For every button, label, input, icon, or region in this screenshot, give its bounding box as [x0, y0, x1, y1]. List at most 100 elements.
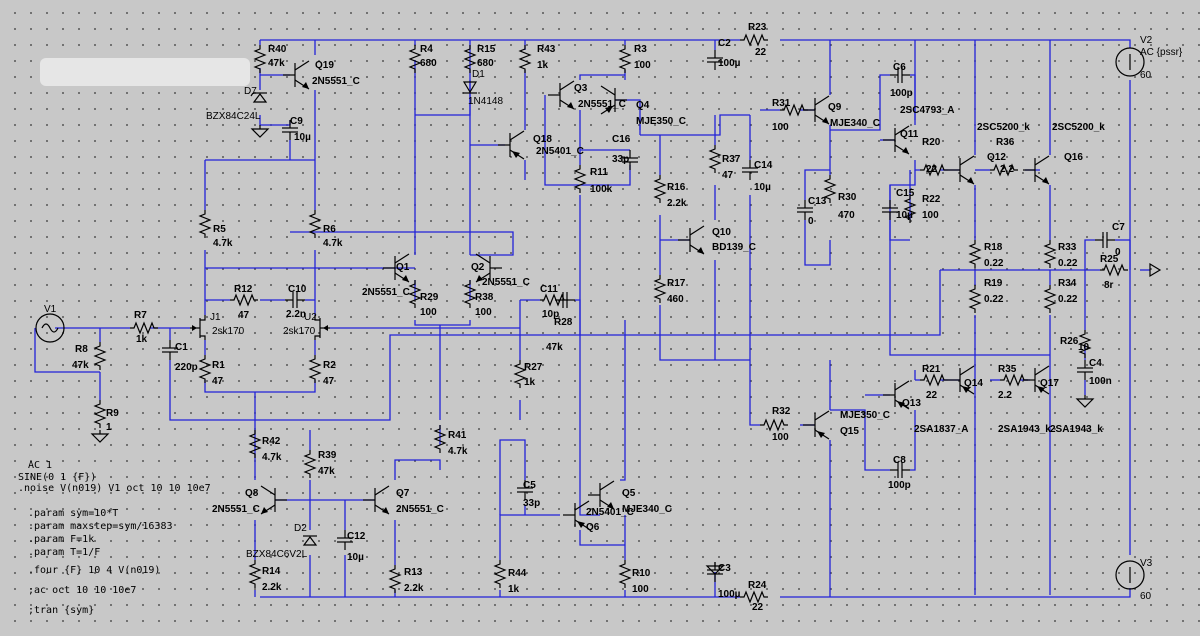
capacitor-c7[interactable]: C70: [1095, 222, 1125, 258]
resistor-ref: R38: [475, 292, 494, 303]
spice-directives[interactable]: AC 1 SINE(0 1 {F}) .noise V(n019) V1 oct…: [18, 460, 211, 616]
resistor-r5[interactable]: R54.7k: [198, 210, 233, 249]
jfet-u2[interactable]: [314, 315, 330, 340]
source-v2[interactable]: [1115, 47, 1145, 77]
resistor-r6[interactable]: R64.7k: [308, 210, 343, 249]
resistor-ref: R16: [667, 182, 686, 193]
transistor-model: 2N5551_C: [578, 99, 626, 110]
output-port[interactable]: [1149, 262, 1162, 278]
resistor-ref: R23: [748, 22, 767, 33]
diode-d2[interactable]: [302, 535, 318, 546]
transistor-model: 2N5551_C: [312, 76, 360, 87]
resistor-ref: R27: [524, 362, 543, 373]
resistor-value: 100: [632, 584, 649, 595]
diode-d1[interactable]: [462, 81, 478, 94]
jfet-j1[interactable]: [190, 315, 206, 340]
ground-symbols: [90, 125, 1095, 575]
capacitor-ref: C12: [347, 531, 366, 542]
source-v1[interactable]: [35, 313, 65, 343]
diode-d7[interactable]: [250, 92, 268, 103]
resistor-r9[interactable]: R91: [93, 400, 119, 433]
source-v3[interactable]: [1115, 560, 1145, 590]
